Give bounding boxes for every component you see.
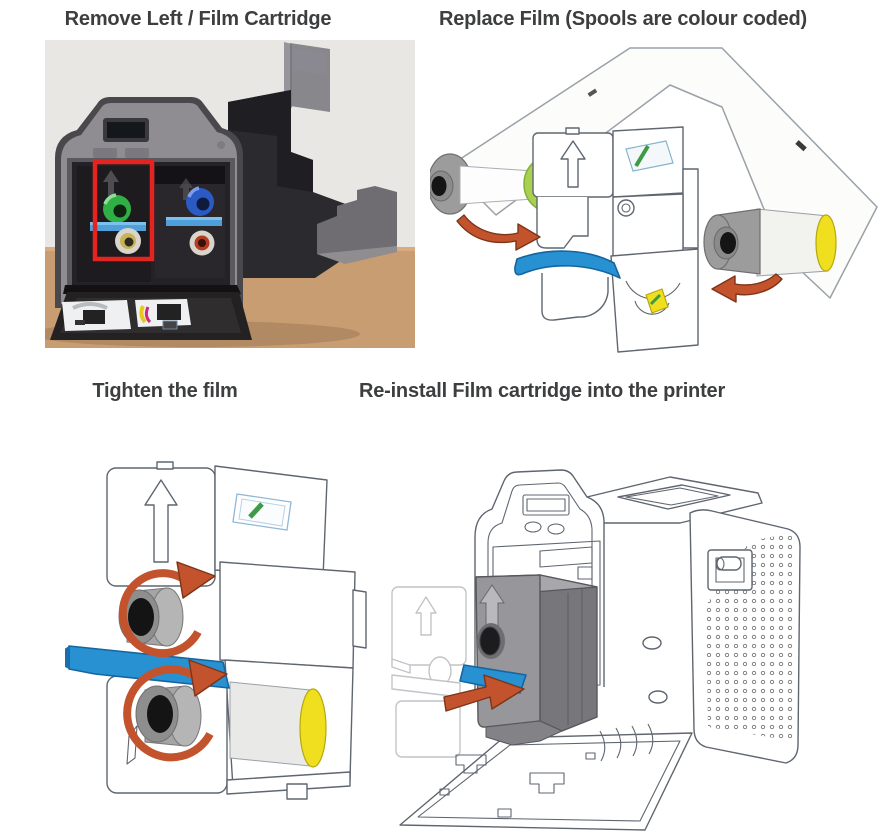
up-arrow-icon (179, 178, 193, 200)
film-cartridge-dark (459, 574, 598, 746)
highlight-rectangle (92, 159, 155, 262)
insert-arrow-icon (711, 273, 783, 303)
blue-handle (514, 250, 621, 279)
film-roll (229, 681, 311, 767)
blue-handle (90, 222, 146, 231)
printer-front-unit (50, 97, 252, 340)
yellow-colour-code-disc (815, 214, 837, 272)
ribbon-cartridge-right-bay (166, 186, 222, 256)
blue-handle (166, 217, 222, 226)
rotate-arrow-icon (118, 561, 216, 658)
lcd-button-left (93, 148, 117, 158)
yellow-gear (645, 288, 669, 314)
caption-tighten-film: Tighten the film (92, 380, 238, 402)
film-takeup-spool (703, 208, 837, 277)
yellow-colour-code-disc (299, 688, 327, 768)
illustration-replace-film (430, 47, 878, 353)
illustration-reinstall-cartridge (391, 469, 801, 831)
ghost-cartridge (391, 586, 467, 758)
lower-spool (135, 685, 202, 747)
film-cartridge-left-bay (90, 193, 146, 254)
photo-printer-open-door (45, 40, 415, 348)
insert-arrow-icon (456, 214, 541, 251)
lcd-display-outline (522, 494, 570, 516)
printer-rear-section (228, 42, 397, 278)
film-cartridge-drawing (514, 126, 699, 353)
open-door-outline (399, 732, 693, 831)
lcd-button-right (125, 148, 149, 158)
open-front-door (50, 285, 252, 340)
illustration-tighten-film (65, 461, 367, 800)
up-arrow-icon (560, 140, 586, 188)
caption-reinstall-cartridge: Re-install Film cartridge into the print… (358, 380, 726, 402)
up-arrow-icon (144, 479, 178, 563)
upper-spool (118, 587, 184, 647)
insert-arrow-icon (443, 674, 525, 712)
caption-replace-film: Replace Film (Spools are colour coded) (438, 8, 808, 30)
up-arrow-icon (103, 170, 119, 196)
rotate-arrow-icon (123, 659, 228, 762)
caption-remove-cartridge: Remove Left / Film Cartridge (64, 8, 332, 30)
output-tray (317, 186, 397, 256)
